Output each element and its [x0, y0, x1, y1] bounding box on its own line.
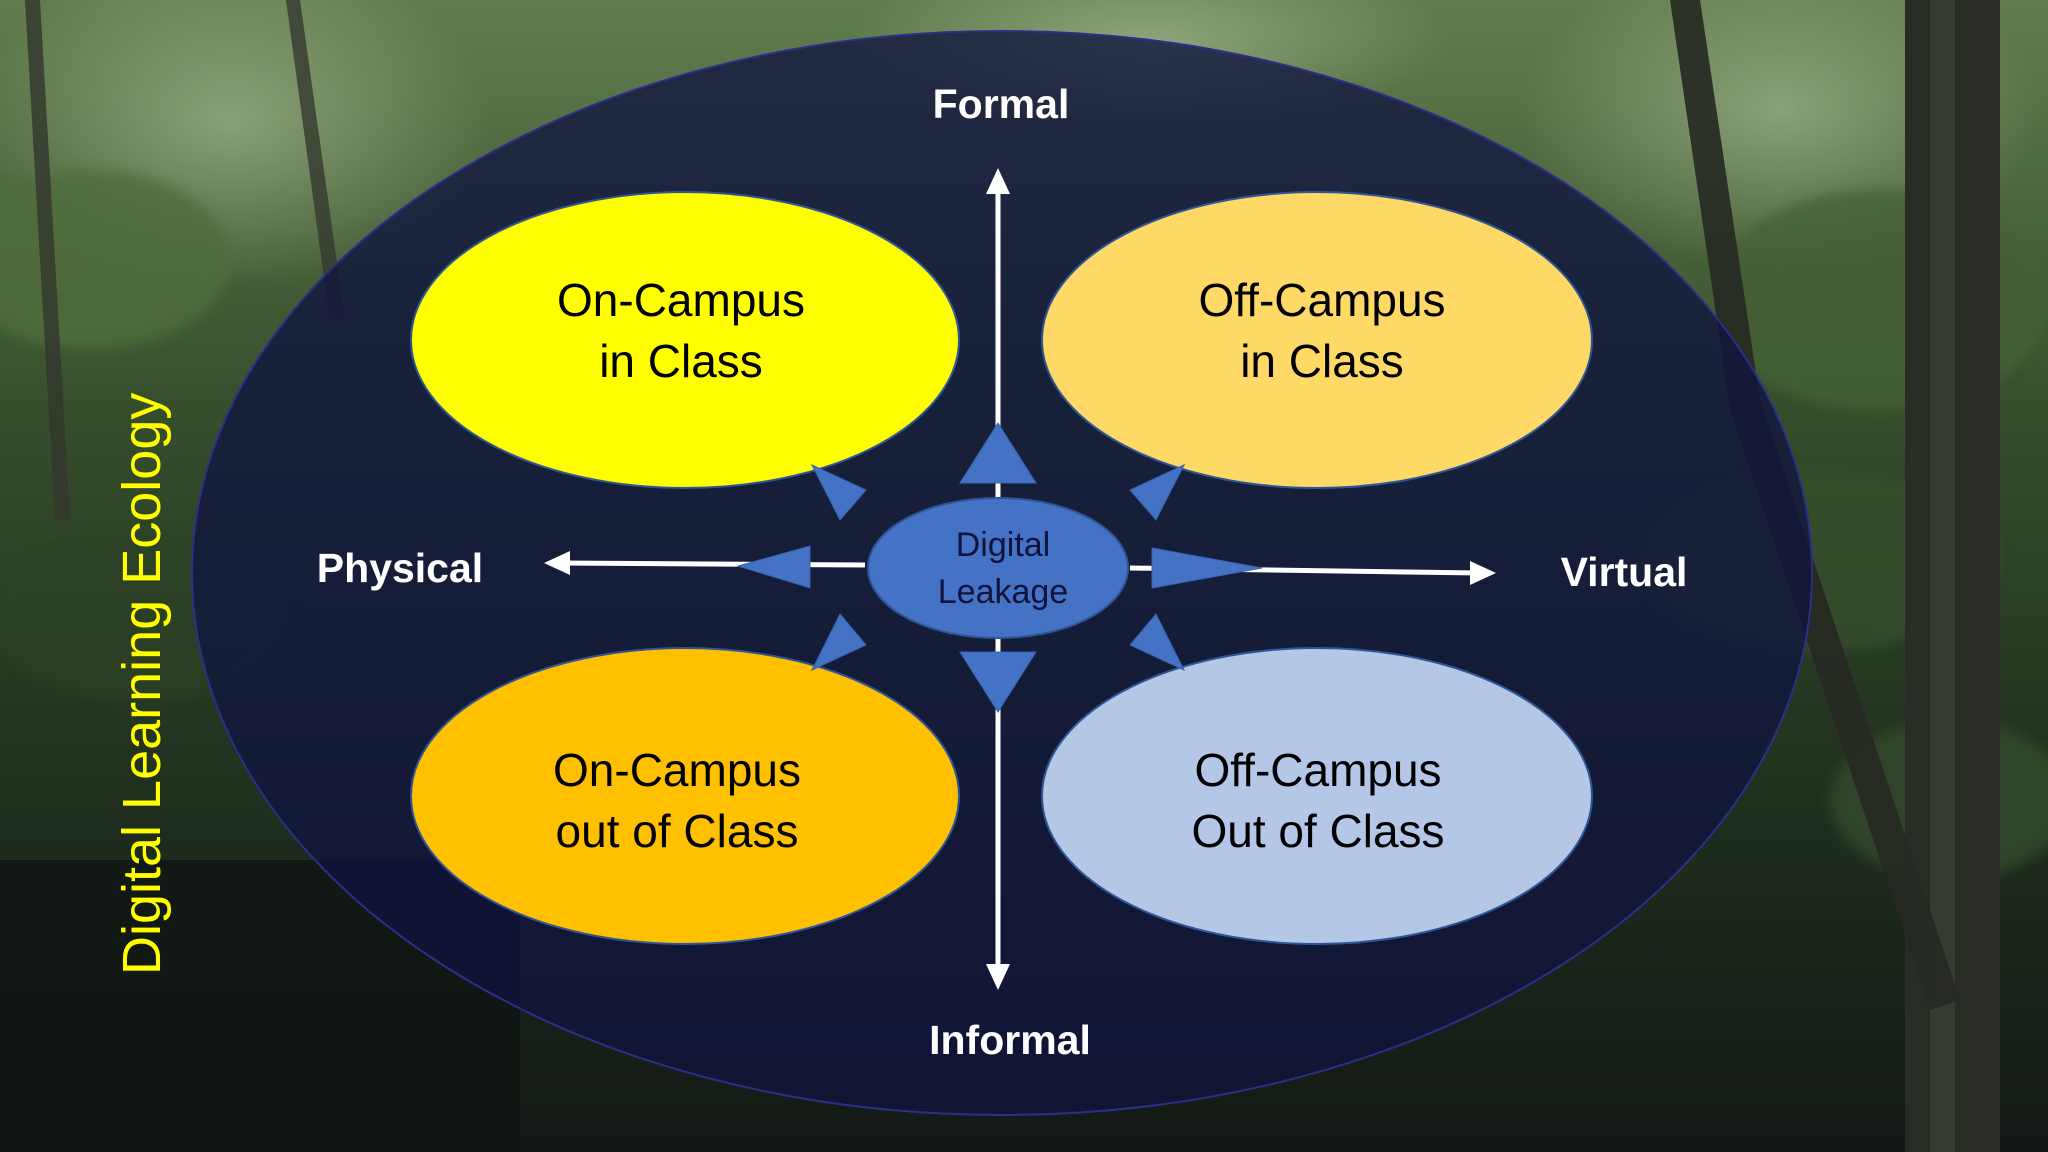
- digital-leakage-spikes: [736, 422, 1263, 713]
- center-label-line1: Digital: [956, 526, 1050, 564]
- quadrant-label-line2: in Class: [1240, 335, 1404, 387]
- spike-up-right: [1129, 463, 1186, 521]
- spike-down-right: [1129, 613, 1186, 672]
- quadrant-label-line1: On-Campus: [557, 274, 805, 326]
- quadrant-label-line1: Off-Campus: [1198, 274, 1445, 326]
- spike-up: [959, 422, 1037, 484]
- spike-down: [959, 651, 1037, 713]
- spike-up-left: [810, 463, 867, 521]
- spike-left: [736, 545, 811, 589]
- center-label-line2: Leakage: [938, 573, 1068, 611]
- quadrant-oval: [410, 191, 960, 489]
- quadrant-label-line2: out of Class: [556, 805, 799, 857]
- arrowhead-left: [544, 551, 570, 575]
- quadrant-bottom-left: On-Campus out of Class: [410, 647, 960, 945]
- axis-label-physical: Physical: [317, 545, 483, 591]
- side-title: Digital Learning Ecology: [112, 393, 172, 975]
- quadrant-oval: [1041, 191, 1593, 489]
- center-oval: [867, 497, 1129, 639]
- quadrant-label-line2: Out of Class: [1191, 805, 1444, 857]
- quadrant-label-line1: Off-Campus: [1194, 744, 1441, 796]
- quadrant-label-line2: in Class: [599, 335, 763, 387]
- axis-label-formal: Formal: [933, 81, 1070, 127]
- quadrant-bottom-right: Off-Campus Out of Class: [1041, 647, 1593, 945]
- arrowhead-down: [986, 964, 1010, 990]
- digital-leakage-center: Digital Leakage: [867, 497, 1129, 639]
- arrowhead-up: [986, 168, 1010, 194]
- spike-right: [1151, 547, 1263, 589]
- quadrant-top-left: On-Campus in Class: [410, 191, 960, 489]
- spike-down-left: [810, 613, 867, 672]
- axis-label-virtual: Virtual: [1561, 549, 1688, 595]
- quadrant-top-right: Off-Campus in Class: [1041, 191, 1593, 489]
- arrowhead-right: [1470, 561, 1496, 585]
- quadrant-oval: [1041, 647, 1593, 945]
- quadrant-oval: [410, 647, 960, 945]
- horizontal-axis-line-left: [559, 560, 866, 568]
- axis-label-informal: Informal: [929, 1017, 1091, 1063]
- quadrant-label-line1: On-Campus: [553, 744, 801, 796]
